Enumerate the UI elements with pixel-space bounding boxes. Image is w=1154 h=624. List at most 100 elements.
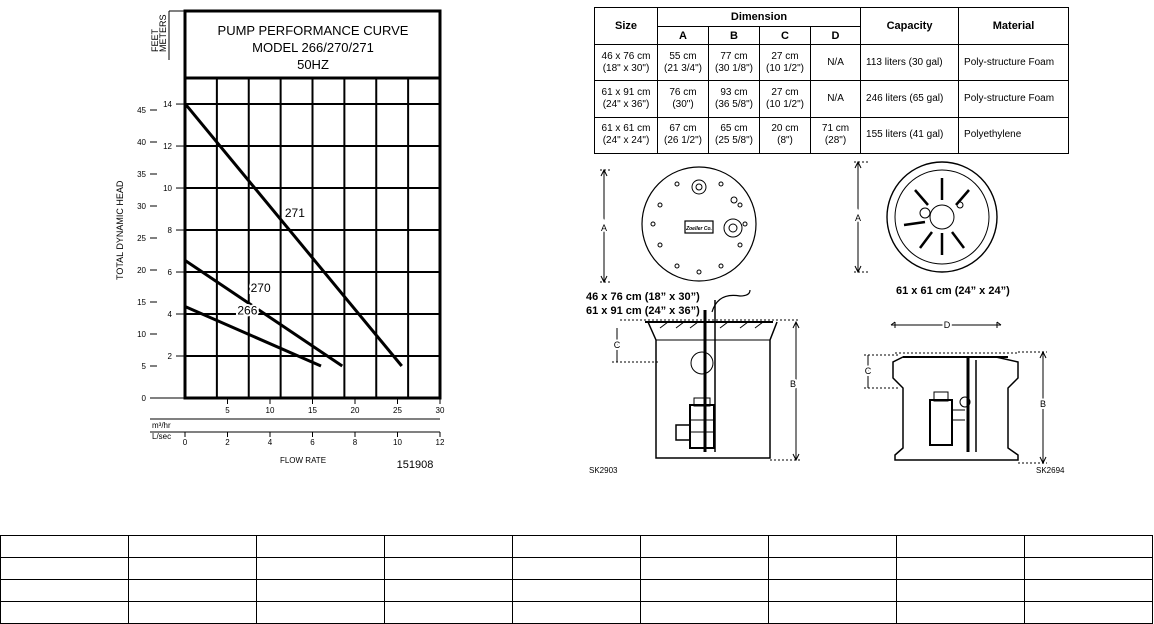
table-cell bbox=[128, 535, 257, 558]
m3hr-tick-label: 25 bbox=[393, 406, 402, 415]
lsec-tick-label: 6 bbox=[310, 438, 315, 447]
size-value: 61 x 61 cm bbox=[601, 123, 651, 135]
basin-cover-top-view-right bbox=[886, 161, 998, 273]
dim-b-label-left: B bbox=[790, 379, 796, 389]
table-cell bbox=[256, 535, 385, 558]
curve-270 bbox=[184, 259, 344, 368]
cover-ribs bbox=[903, 178, 970, 255]
lsec-tick-label: 4 bbox=[268, 438, 273, 447]
table-cell bbox=[256, 601, 385, 624]
dim-c-value: (10 1/2") bbox=[765, 62, 804, 74]
dim-b-value: 93 cm bbox=[720, 86, 748, 98]
table-cell bbox=[768, 557, 897, 580]
meter-tick-label: 10 bbox=[163, 184, 172, 193]
feet-tick-label: 45 bbox=[137, 106, 146, 115]
table-cell bbox=[896, 535, 1025, 558]
curve-label-270: 270 bbox=[251, 281, 271, 295]
material-header: Material bbox=[958, 7, 1070, 45]
table-cell bbox=[0, 535, 129, 558]
lsec-tick-label: 2 bbox=[225, 438, 230, 447]
table-row bbox=[0, 557, 1153, 580]
dim-a-value: 76 cm bbox=[669, 86, 697, 98]
table-cell bbox=[640, 601, 769, 624]
table-cell bbox=[768, 601, 897, 624]
drawing-code-left: SK2903 bbox=[589, 466, 618, 475]
dim-b-value: (25 5/8") bbox=[714, 135, 753, 147]
meter-tick-label: 2 bbox=[168, 352, 173, 361]
table-row bbox=[0, 579, 1153, 602]
size-value: 46 x 76 cm bbox=[601, 50, 651, 62]
table-cell bbox=[1024, 601, 1153, 624]
dim-c-value: (10 1/2") bbox=[765, 98, 804, 110]
table-cell bbox=[640, 557, 769, 580]
table-cell bbox=[640, 579, 769, 602]
curve-271 bbox=[183, 102, 403, 367]
lsec-tick-label: 10 bbox=[393, 438, 402, 447]
feet-tick-label: 0 bbox=[142, 394, 147, 403]
dim-d-value: (28") bbox=[824, 135, 847, 147]
chart-code: 151908 bbox=[397, 459, 434, 471]
material-value: Poly-structure Foam bbox=[958, 80, 1070, 118]
table-cell bbox=[0, 579, 129, 602]
dim-a-label-right: A bbox=[855, 213, 861, 223]
table-cell bbox=[512, 557, 641, 580]
meter-tick-label: 6 bbox=[168, 268, 173, 277]
table-cell bbox=[128, 601, 257, 624]
dim-b-value: (36 5/8") bbox=[714, 98, 753, 110]
capacity-header: Capacity bbox=[860, 7, 960, 45]
table-cell bbox=[256, 557, 385, 580]
dim-a-value: (21 3/4") bbox=[663, 62, 702, 74]
meter-tick-label: 4 bbox=[168, 310, 173, 319]
brand-logo: Zoeller Co. bbox=[685, 226, 712, 232]
dim-c-value: 27 cm bbox=[771, 50, 799, 62]
m3hr-tick-label: 5 bbox=[225, 406, 230, 415]
size-value: (24" x 24") bbox=[602, 135, 650, 147]
dim-col-c: C bbox=[759, 26, 811, 45]
table-cell bbox=[384, 601, 513, 624]
table-cell bbox=[0, 557, 129, 580]
m3hr-tick-label: 10 bbox=[266, 406, 275, 415]
table-cell bbox=[1024, 535, 1153, 558]
feet-tick-label: 25 bbox=[137, 234, 146, 243]
dim-a-value: (26 1/2") bbox=[663, 135, 702, 147]
feet-tick-label: 35 bbox=[137, 170, 146, 179]
dim-a-value: (30") bbox=[672, 98, 694, 110]
lsec-tick-label: 12 bbox=[436, 438, 445, 447]
lsec-tick-label: 8 bbox=[353, 438, 358, 447]
dim-c-label-left: C bbox=[614, 340, 621, 350]
dim-d-label: D bbox=[944, 320, 951, 330]
table-cell bbox=[128, 579, 257, 602]
size-header: Size bbox=[594, 7, 658, 45]
feet-tick-label: 30 bbox=[137, 202, 146, 211]
m3hr-unit-label: m³/hr bbox=[152, 421, 171, 430]
dim-a-label-left: A bbox=[601, 223, 607, 233]
size-value: (18" x 30") bbox=[602, 62, 650, 74]
feet-tick-label: 15 bbox=[137, 298, 146, 307]
meter-tick-label: 12 bbox=[163, 142, 172, 151]
dim-col-b: B bbox=[708, 26, 760, 45]
material-value: Polyethylene bbox=[958, 116, 1070, 155]
dim-c-value: 27 cm bbox=[771, 86, 799, 98]
chart-grid bbox=[185, 78, 440, 398]
feet-tick-label: 40 bbox=[137, 138, 146, 147]
table-cell bbox=[384, 535, 513, 558]
drawing-code-right: SK2694 bbox=[1036, 466, 1065, 475]
chart-title-line-1: PUMP PERFORMANCE CURVE bbox=[218, 23, 409, 38]
lsec-unit-label: L/sec bbox=[152, 432, 171, 441]
lsec-tick-label: 0 bbox=[183, 438, 188, 447]
table-cell bbox=[256, 579, 385, 602]
table-cell bbox=[512, 535, 641, 558]
table-row bbox=[0, 601, 1153, 624]
dim-b-value: 77 cm bbox=[720, 50, 748, 62]
dim-col-a: A bbox=[657, 26, 709, 45]
dim-b-value: (30 1/8") bbox=[714, 62, 753, 74]
table-cell bbox=[512, 579, 641, 602]
size-value: 61 x 91 cm bbox=[601, 86, 651, 98]
dim-d-value: 71 cm bbox=[821, 123, 850, 135]
empty-grid-table bbox=[0, 535, 1153, 624]
table-cell bbox=[128, 557, 257, 580]
dim-c-value: (8") bbox=[777, 135, 793, 147]
m3hr-tick-label: 20 bbox=[351, 406, 360, 415]
m3hr-tick-label: 30 bbox=[436, 406, 445, 415]
